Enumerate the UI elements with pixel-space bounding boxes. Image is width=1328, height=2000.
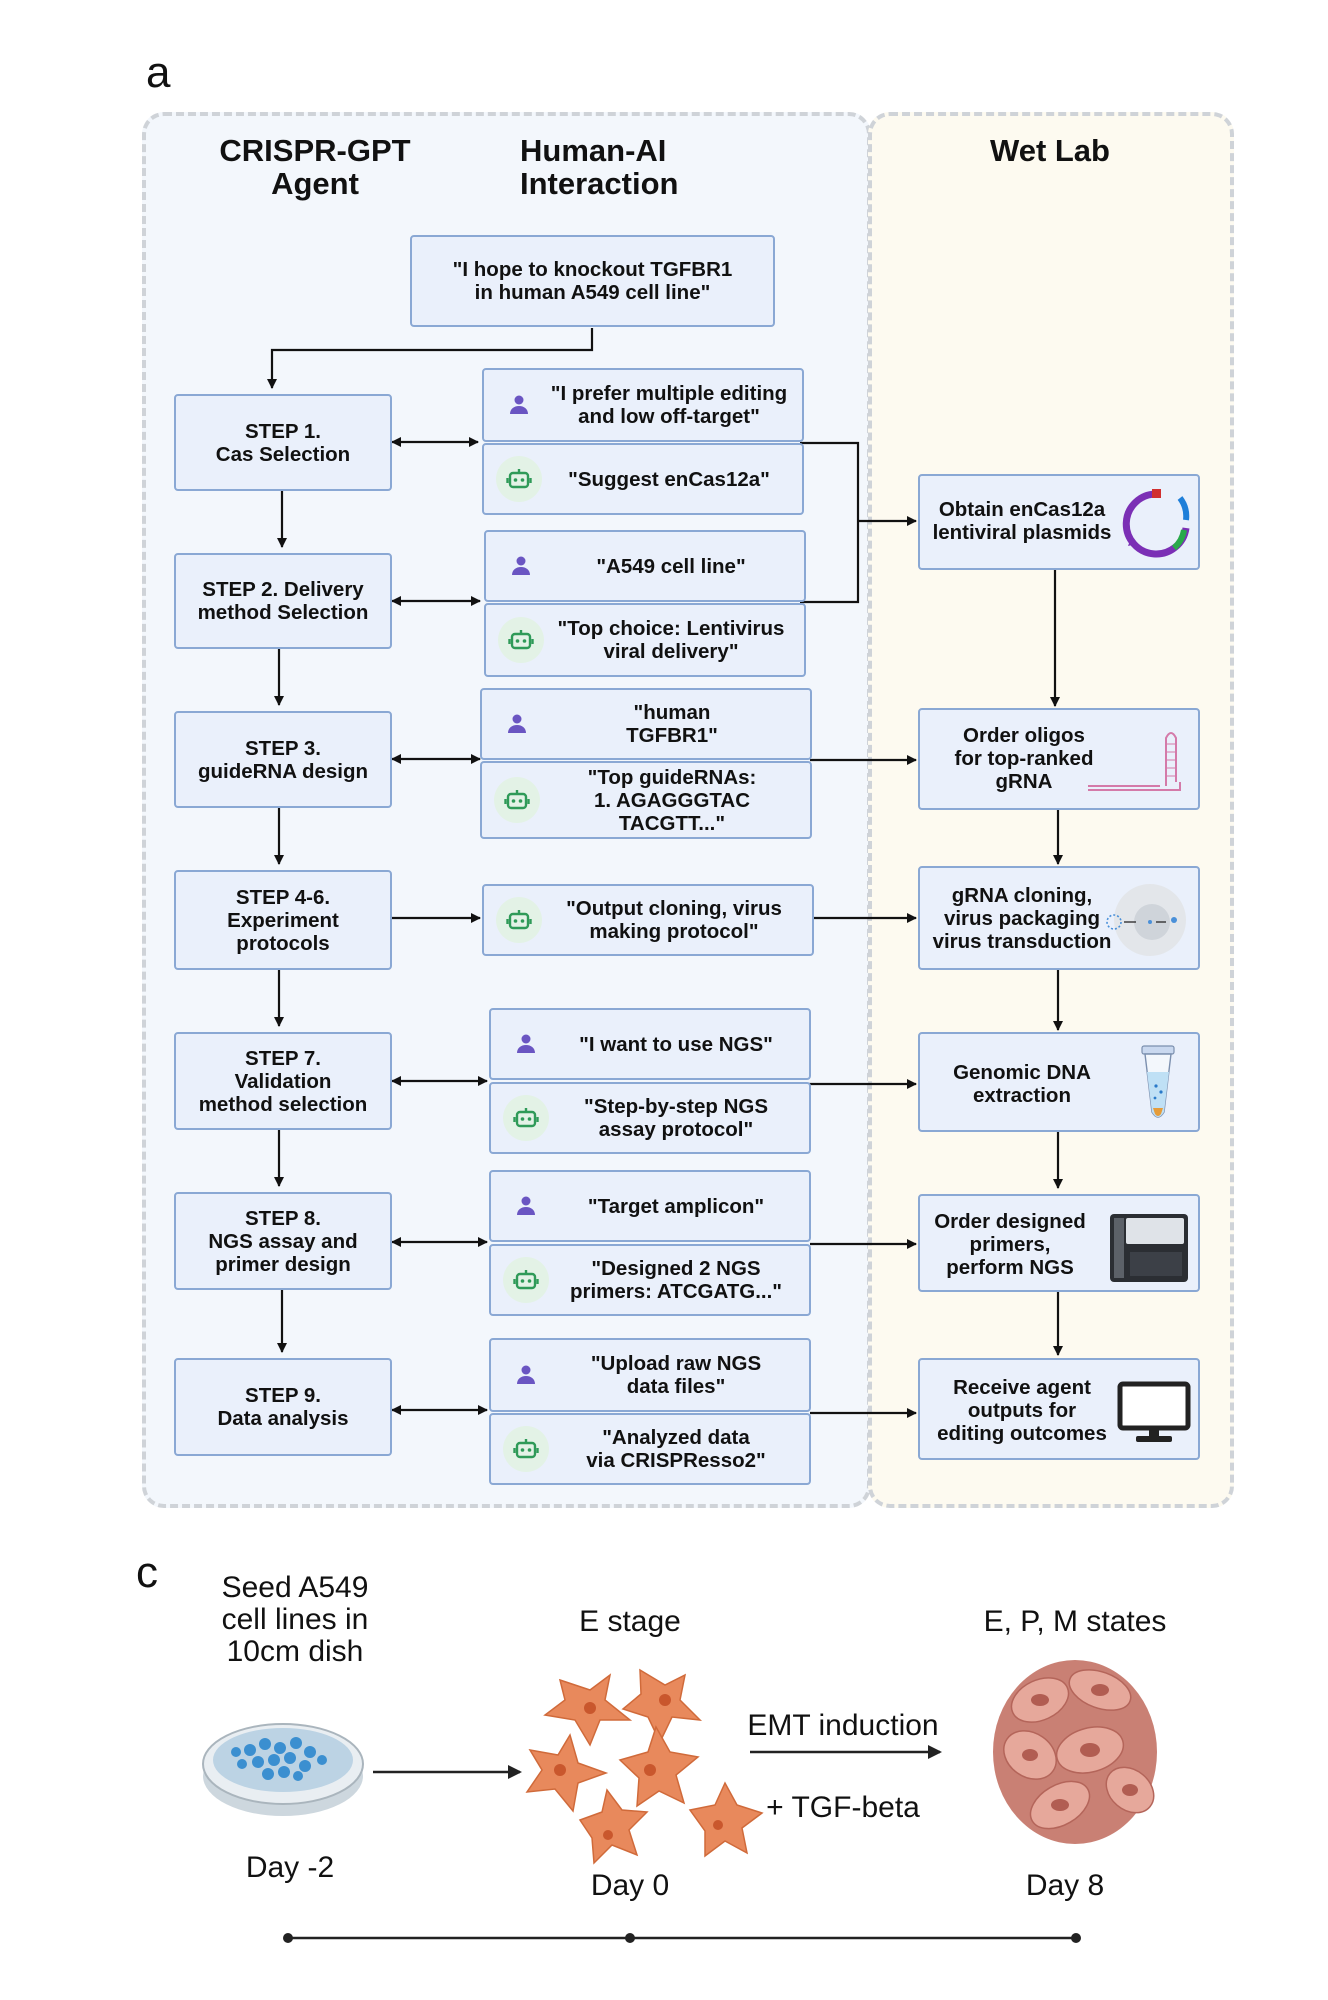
robot-icon [494, 777, 540, 823]
header-agent: CRISPR-GPT Agent [219, 133, 411, 201]
robot-icon [498, 617, 544, 663]
wetlab-cloning: gRNA cloning, virus packaging virus tran… [918, 866, 1200, 970]
robot-icon [503, 1426, 549, 1472]
wetlab-gdna-extraction: Genomic DNA extraction [918, 1032, 1200, 1132]
grna-hairpin-icon [1088, 732, 1181, 791]
user-icon [503, 1183, 549, 1229]
wetlab-order-oligos: Order oligos for top-ranked gRNA [918, 708, 1200, 810]
user-icon [503, 1021, 549, 1067]
user-icon [494, 701, 540, 747]
robot-icon [503, 1257, 549, 1303]
wetlab-receive-outputs: Receive agent outputs for editing outcom… [918, 1358, 1200, 1460]
robot-icon [496, 456, 542, 502]
message-agent-2: "Top choice: Lentivirus viral delivery" [484, 603, 806, 677]
step-3-box: STEP 3. guideRNA design [174, 711, 392, 808]
plasmid-icon [1122, 489, 1190, 558]
message-agent-5: "Step-by-step NGS assay protocol" [489, 1082, 811, 1154]
message-user-4: "I want to use NGS" [489, 1008, 811, 1080]
epm-cells-icon [993, 1660, 1157, 1844]
message-agent-6: "Designed 2 NGS primers: ATCGATG..." [489, 1244, 811, 1316]
timeline-dot-day-0 [625, 1933, 635, 1943]
step-4-6-box: STEP 4-6. Experiment protocols [174, 870, 392, 970]
step-9-box: STEP 9. Data analysis [174, 1358, 392, 1456]
step-2-box: STEP 2. Delivery method Selection [174, 553, 392, 649]
day-0-label: Day 0 [590, 1869, 670, 1902]
bracket-step1-step2 [800, 441, 860, 604]
stage-seed-label: Seed A549 cell lines in 10cm dish [221, 1571, 369, 1668]
robot-icon [496, 897, 542, 943]
day-minus2-label: Day -2 [245, 1851, 335, 1884]
petri-dish-icon [202, 1723, 364, 1816]
sequencer-icon [1110, 1214, 1188, 1282]
arrow-request-to-step1 [267, 328, 594, 389]
message-user-6: "Upload raw NGS data files" [489, 1338, 811, 1412]
header-wet-lab: Wet Lab [990, 133, 1110, 168]
user-icon [498, 543, 544, 589]
message-agent-3: "Top guideRNAs: 1. AGAGGGTAC TACGTT..." [480, 761, 812, 839]
message-agent-4: "Output cloning, virus making protocol" [482, 884, 814, 956]
emt-induction-label: EMT induction [747, 1709, 939, 1742]
message-user-2: "A549 cell line" [484, 530, 806, 602]
step-7-box: STEP 7. Validation method selection [174, 1032, 392, 1130]
header-interaction: Human-AI Interaction [520, 133, 679, 201]
user-icon [503, 1352, 549, 1398]
user-icon [496, 382, 542, 428]
panel-c-graphics [202, 1660, 1157, 1943]
message-user-5: "Target amplicon" [489, 1170, 811, 1242]
message-user-1: "I prefer multiple editing and low off-t… [482, 368, 804, 442]
initial-request-box: "I hope to knockout TGFBR1 in human A549… [410, 235, 775, 327]
message-agent-1: "Suggest enCas12a" [482, 443, 804, 515]
wetlab-ngs: Order designed primers, perform NGS [918, 1194, 1200, 1292]
step-8-box: STEP 8. NGS assay and primer design [174, 1192, 392, 1290]
stage-epm-label: E, P, M states [983, 1605, 1167, 1638]
step-1-box: STEP 1. Cas Selection [174, 394, 392, 491]
timeline-dot-day-minus2 [283, 1933, 293, 1943]
stage-e-label: E stage [579, 1605, 681, 1638]
panel-c-letter: c [136, 1548, 158, 1597]
day-8-label: Day 8 [1025, 1869, 1105, 1902]
tgf-beta-label: + TGF-beta [766, 1791, 920, 1824]
message-user-3: "human TGFBR1" [480, 688, 812, 760]
message-agent-7: "Analyzed data via CRISPResso2" [489, 1413, 811, 1485]
wetlab-obtain-plasmids: Obtain enCas12a lentiviral plasmids [918, 474, 1200, 570]
test-tube-icon [1141, 1045, 1175, 1118]
computer-monitor-icon [1117, 1381, 1191, 1442]
robot-icon [503, 1095, 549, 1141]
panel-a-letter: a [146, 48, 171, 97]
virus-transduction-icon [1106, 884, 1186, 956]
timeline-dot-day-8 [1071, 1933, 1081, 1943]
